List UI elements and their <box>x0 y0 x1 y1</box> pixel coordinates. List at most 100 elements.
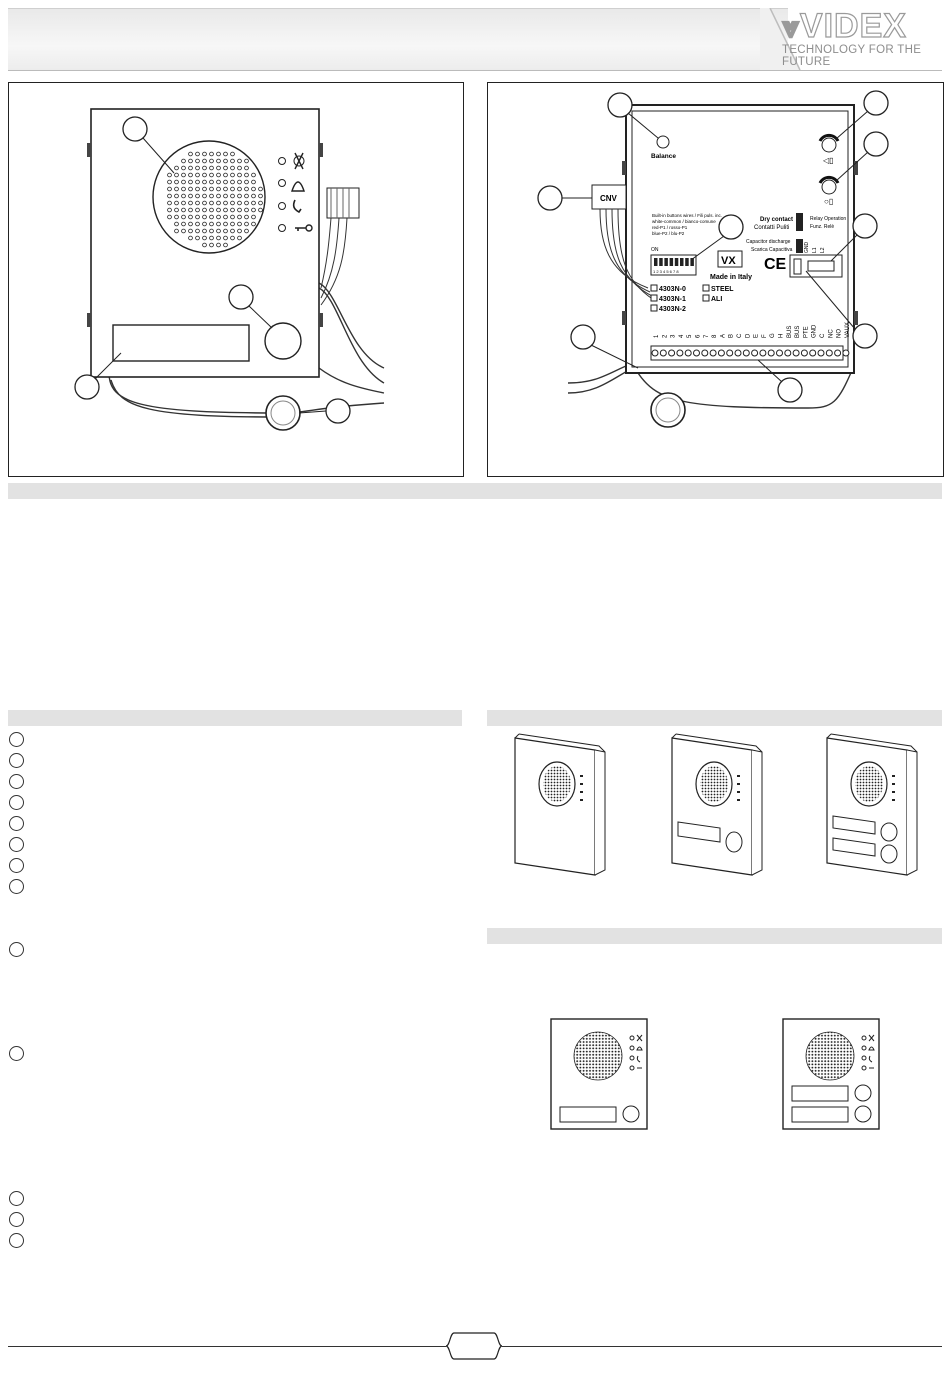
grill-hole <box>202 235 207 241</box>
terminal-screw <box>792 349 800 357</box>
grill-hole <box>174 228 179 234</box>
key-icon <box>295 224 313 232</box>
no-entry-icon <box>293 152 305 170</box>
grill-hole <box>195 207 200 213</box>
grill-hole <box>237 172 242 178</box>
terminal-label: GND <box>812 324 818 338</box>
grill-hole <box>188 165 193 171</box>
terminal-label: 3 <box>671 334 677 338</box>
grill-hole <box>244 158 249 164</box>
grill-hole <box>251 172 256 178</box>
grill-hole <box>202 151 207 157</box>
legend-marker <box>9 795 24 810</box>
grill-hole <box>230 151 235 157</box>
grill-hole <box>195 214 200 220</box>
dip-switch <box>654 258 694 266</box>
dip-lever <box>669 258 674 266</box>
grill-hole <box>216 207 221 213</box>
legend-marker <box>9 1191 24 1206</box>
module-perspective-1 <box>671 733 763 876</box>
grill-hole <box>209 221 214 227</box>
terminal-label: B <box>729 334 735 338</box>
dip-lever <box>654 258 658 266</box>
grill-hole <box>244 179 249 185</box>
section-bar-left <box>8 710 462 726</box>
relay-pin-l2: L2 <box>820 247 826 253</box>
terminal-screw <box>817 349 825 357</box>
terminal-label: H <box>779 334 785 338</box>
grill-hole <box>195 221 200 227</box>
grill-hole <box>244 186 249 192</box>
dip-lever <box>659 258 663 266</box>
grill-hole <box>195 193 200 199</box>
builtin-text-4: blue-P2 / blu-P2 <box>652 231 685 236</box>
variant-1-label: 4303N-1 <box>659 296 686 303</box>
legend-marker <box>9 753 24 768</box>
legend-marker <box>9 942 24 957</box>
grill-hole <box>202 179 207 185</box>
legend-marker <box>9 1212 24 1227</box>
brand: ⩔VIDEX TECHNOLOGY FOR THE FUTURE <box>781 7 950 68</box>
grill-hole <box>209 165 214 171</box>
grill-hole <box>188 151 193 157</box>
grill-hole <box>230 200 235 206</box>
dip-lever <box>685 258 689 266</box>
dry-contact-label: Dry contact <box>760 217 793 223</box>
grill-hole <box>188 235 193 241</box>
grill-hole <box>202 228 207 234</box>
grill-hole <box>181 207 186 213</box>
grill-hole <box>209 186 214 192</box>
grill-hole <box>223 158 228 164</box>
terminal-screw <box>784 349 792 357</box>
grill-hole <box>258 207 263 213</box>
grill-hole <box>202 200 207 206</box>
grill-hole <box>167 172 172 178</box>
grill-hole <box>188 200 193 206</box>
grill-hole <box>251 214 256 220</box>
grill-hole <box>181 200 186 206</box>
grill-hole <box>195 179 200 185</box>
dip-lever <box>674 258 679 266</box>
grill-hole <box>209 207 214 213</box>
grill-hole <box>223 207 228 213</box>
balance-label: Balance <box>651 153 676 160</box>
module-perspective-2 <box>826 733 918 876</box>
grill-hole <box>258 186 263 192</box>
section-bar-right-bottom <box>487 928 942 944</box>
grill-hole <box>230 193 235 199</box>
terminal-label: D <box>745 333 751 338</box>
mic-volume-icon: ○▯ <box>824 197 833 206</box>
section-bar-full <box>8 483 942 499</box>
terminal-strip <box>651 349 850 357</box>
builtin-text-3: red-P1 / rosso-P1 <box>652 225 688 230</box>
grill-hole <box>223 172 228 178</box>
terminal-screw <box>659 349 667 357</box>
grill-hole <box>244 207 249 213</box>
grill-hole <box>216 165 221 171</box>
grill-hole <box>223 200 228 206</box>
grill-hole <box>251 179 256 185</box>
funz-rele-label: Funz. Relè <box>810 224 834 230</box>
capacitor-label: Capacitor discharge <box>746 239 791 245</box>
grill-hole <box>202 186 207 192</box>
vx-logo-icon: VX <box>721 255 736 267</box>
terminal-screw <box>701 349 709 357</box>
grill-hole <box>195 151 200 157</box>
grill-hole <box>237 186 242 192</box>
grill-hole <box>216 221 221 227</box>
terminal-label: 1 <box>654 334 660 338</box>
grill-hole <box>237 235 242 241</box>
grill-hole <box>174 214 179 220</box>
terminal-screw <box>825 349 833 357</box>
grill-hole <box>223 214 228 220</box>
grill-hole <box>237 221 242 227</box>
grill-hole <box>230 228 235 234</box>
grill-hole <box>167 207 172 213</box>
brand-logo: ⩔VIDEX <box>781 7 950 46</box>
dip-lever <box>664 258 668 266</box>
grill-hole <box>209 151 214 157</box>
grill-hole <box>216 193 221 199</box>
grill-hole <box>195 228 200 234</box>
grill-hole <box>209 179 214 185</box>
terminal-screw <box>767 349 775 357</box>
